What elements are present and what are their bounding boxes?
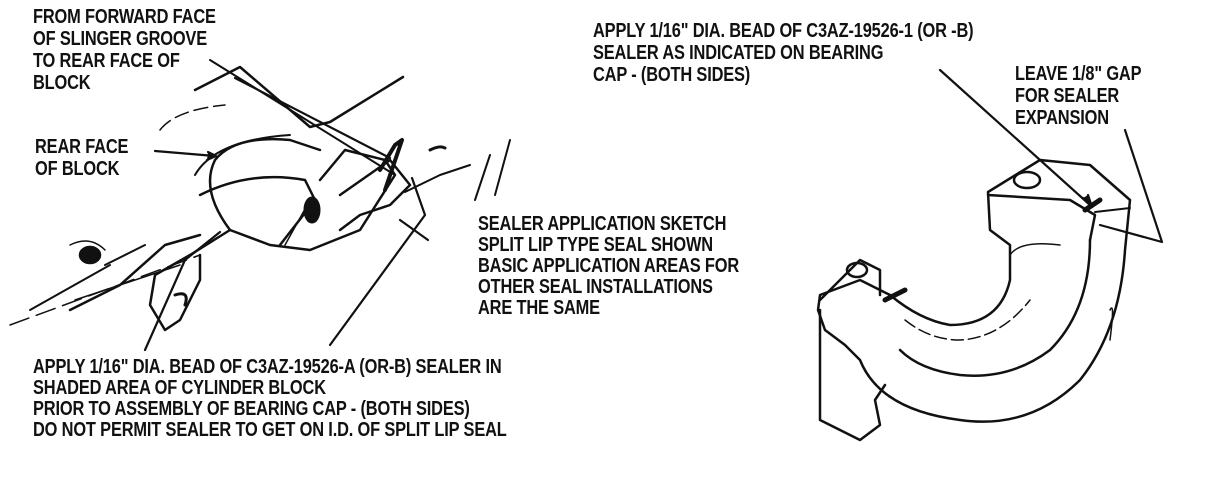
label-line: APPLY 1/16" DIA. BEAD OF C3AZ-19526-1 (O…: [593, 20, 974, 42]
label-line: REAR FACE: [35, 136, 129, 158]
bearing-cap-drawing: [816, 158, 1132, 442]
label-line: LEAVE 1/8" GAP: [1015, 63, 1142, 85]
label-line: OF SLINGER GROOVE: [33, 28, 207, 50]
label-line: OF BLOCK: [35, 158, 120, 180]
label-line: BASIC APPLICATION AREAS FOR: [478, 255, 740, 277]
label-line: BLOCK: [33, 72, 91, 94]
label-line: OTHER SEAL INSTALLATIONS: [478, 276, 713, 298]
label-line: ARE THE SAME: [478, 297, 600, 319]
label-line: EXPANSION: [1015, 107, 1109, 129]
rear-face-label: REAR FACE OF BLOCK: [35, 136, 128, 180]
label-line: PRIOR TO ASSEMBLY OF BEARING CAP - (BOTH…: [33, 398, 470, 420]
label-line: APPLY 1/16" DIA. BEAD OF C3AZ-19526-A (O…: [33, 356, 502, 378]
label-line: FROM FORWARD FACE: [33, 6, 216, 28]
label-line: SPLIT LIP TYPE SEAL SHOWN: [478, 234, 713, 256]
label-line: SHADED AREA OF CYLINDER BLOCK: [33, 377, 326, 399]
leader-lines-right: [938, 68, 1164, 244]
label-line: FOR SEALER: [1015, 85, 1120, 107]
label-line: DO NOT PERMIT SEALER TO GET ON I.D. OF S…: [33, 419, 507, 441]
forward-face-label: FROM FORWARD FACE OF SLINGER GROOVE TO R…: [33, 6, 216, 94]
block-instruction-label: APPLY 1/16" DIA. BEAD OF C3AZ-19526-A (O…: [33, 357, 507, 441]
cap-instruction-label: APPLY 1/16" DIA. BEAD OF C3AZ-19526-1 (O…: [593, 20, 974, 86]
gap-note-label: LEAVE 1/8" GAP FOR SEALER EXPANSION: [1015, 63, 1142, 129]
label-line: SEALER APPLICATION SKETCH: [478, 213, 727, 235]
sketch-note-label: SEALER APPLICATION SKETCH SPLIT LIP TYPE…: [478, 214, 739, 319]
label-line: SEALER AS INDICATED ON BEARING: [593, 42, 884, 64]
cylinder-block-drawing: [9, 59, 511, 332]
leader-lines-left: [143, 76, 430, 352]
label-line: CAP - (BOTH SIDES): [593, 64, 751, 86]
label-line: TO REAR FACE OF: [33, 50, 180, 72]
